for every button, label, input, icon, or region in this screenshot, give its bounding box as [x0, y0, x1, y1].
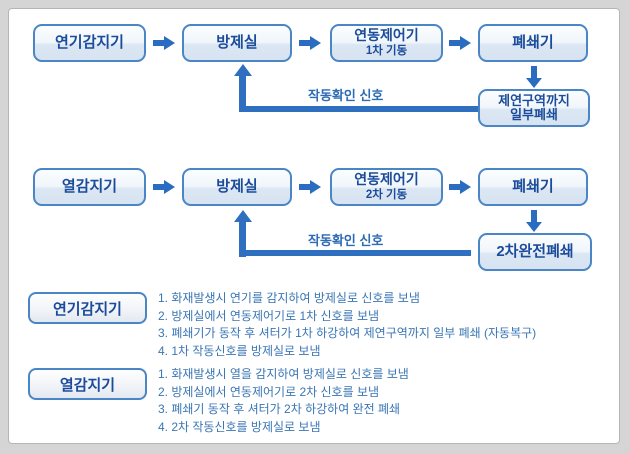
flow1-node-partial-close-line1: 제연구역까지 [498, 92, 570, 108]
flow2-feedback-line-horizontal [239, 250, 471, 256]
flow1-node-control-room: 방제실 [182, 24, 292, 62]
flow2-node-closer-label: 폐쇄기 [512, 177, 554, 195]
flow2-node-closer: 폐쇄기 [478, 168, 588, 206]
flow2-arrow-1-icon [153, 180, 176, 194]
flow2-node-heat-detector: 열감지기 [33, 168, 146, 206]
flow1-node-partial-close-line2: 일부폐쇄 [510, 107, 558, 122]
legend-smoke-item-3: 3. 폐쇄기가 동작 후 셔터가 1차 하강하여 제연구역까지 일부 폐쇄 (자… [158, 326, 537, 340]
legend-heat-item-1: 1. 화재발생시 열을 감지하여 방제실로 신호를 보냄 [158, 367, 409, 381]
legend-smoke-detector-title: 연기감지기 [52, 300, 122, 318]
flow1-arrow-1-icon [153, 36, 176, 50]
legend-heat-detector-title: 열감지기 [59, 376, 116, 394]
legend-heat-detector-box: 열감지기 [28, 368, 147, 400]
flow1-node-linked-controller: 연동제어기 1차 기동 [330, 24, 443, 62]
legend-heat-item-4: 4. 2차 작동신호를 방제실로 보냄 [158, 419, 321, 434]
flow2-node-control-room: 방제실 [182, 168, 292, 206]
legend-smoke-detector-list: 1. 화재발생시 연기를 감지하여 방제실로 신호를 보냄 2. 방제실에서 연… [158, 290, 613, 360]
flow2-feedback-line-vertical [239, 220, 246, 257]
legend-smoke-item-4: 4. 1차 작동신호를 방제실로 보냄 [158, 343, 321, 358]
legend-smoke-item-1: 1. 화재발생시 연기를 감지하여 방제실로 신호를 보냄 [158, 291, 420, 305]
flow2-node-full-close: 2차완전폐쇄 [478, 233, 592, 271]
legend-heat-item-2: 2. 방제실에서 연동제어기로 2차 신호를 보냄 [158, 384, 380, 399]
flow1-node-linked-controller-label: 연동제어기 [354, 27, 419, 44]
flow1-down-arrow-icon [526, 66, 542, 88]
flow1-node-smoke-detector-label: 연기감지기 [54, 33, 124, 51]
legend-heat-detector-list: 1. 화재발생시 열을 감지하여 방제실로 신호를 보냄 2. 방제실에서 연동… [158, 366, 613, 436]
flow2-feedback-arrowhead-icon [234, 210, 252, 222]
flow2-node-heat-detector-label: 열감지기 [61, 177, 118, 195]
flow1-node-linked-controller-sub: 1차 기동 [365, 44, 408, 57]
flow2-down-arrow-icon [526, 210, 542, 232]
flow1-arrow-3-icon [449, 36, 472, 50]
flow1-node-control-room-label: 방제실 [216, 33, 258, 51]
flow1-feedback-line-horizontal [239, 106, 478, 112]
legend-heat-item-3: 3. 폐쇄기 동작 후 셔터가 2차 하강하여 완전 폐쇄 [158, 402, 401, 416]
flow2-node-linked-controller-label: 연동제어기 [354, 171, 419, 188]
flow1-node-partial-close: 제연구역까지 일부폐쇄 [478, 89, 590, 127]
legend-smoke-detector-box: 연기감지기 [28, 292, 147, 324]
flow2-node-linked-controller: 연동제어기 2차 기동 [330, 168, 443, 206]
flow1-node-closer: 폐쇄기 [478, 24, 588, 62]
flow2-arrow-3-icon [449, 180, 472, 194]
flow1-feedback-line-vertical [239, 74, 246, 112]
flow2-node-full-close-label: 2차완전폐쇄 [496, 242, 574, 260]
flow1-feedback-label: 작동확인 신호 [308, 88, 384, 103]
legend-smoke-item-2: 2. 방제실에서 연동제어기로 1차 신호를 보냄 [158, 308, 380, 323]
flow2-node-linked-controller-sub: 2차 기동 [365, 188, 408, 201]
flow1-node-smoke-detector: 연기감지기 [33, 24, 146, 62]
flow2-feedback-label: 작동확인 신호 [308, 233, 384, 248]
flow1-node-closer-label: 폐쇄기 [512, 33, 554, 51]
flow1-arrow-2-icon [299, 36, 322, 50]
flow1-feedback-arrowhead-icon [234, 64, 252, 76]
flow2-node-control-room-label: 방제실 [216, 177, 258, 195]
flow2-arrow-2-icon [299, 180, 322, 194]
